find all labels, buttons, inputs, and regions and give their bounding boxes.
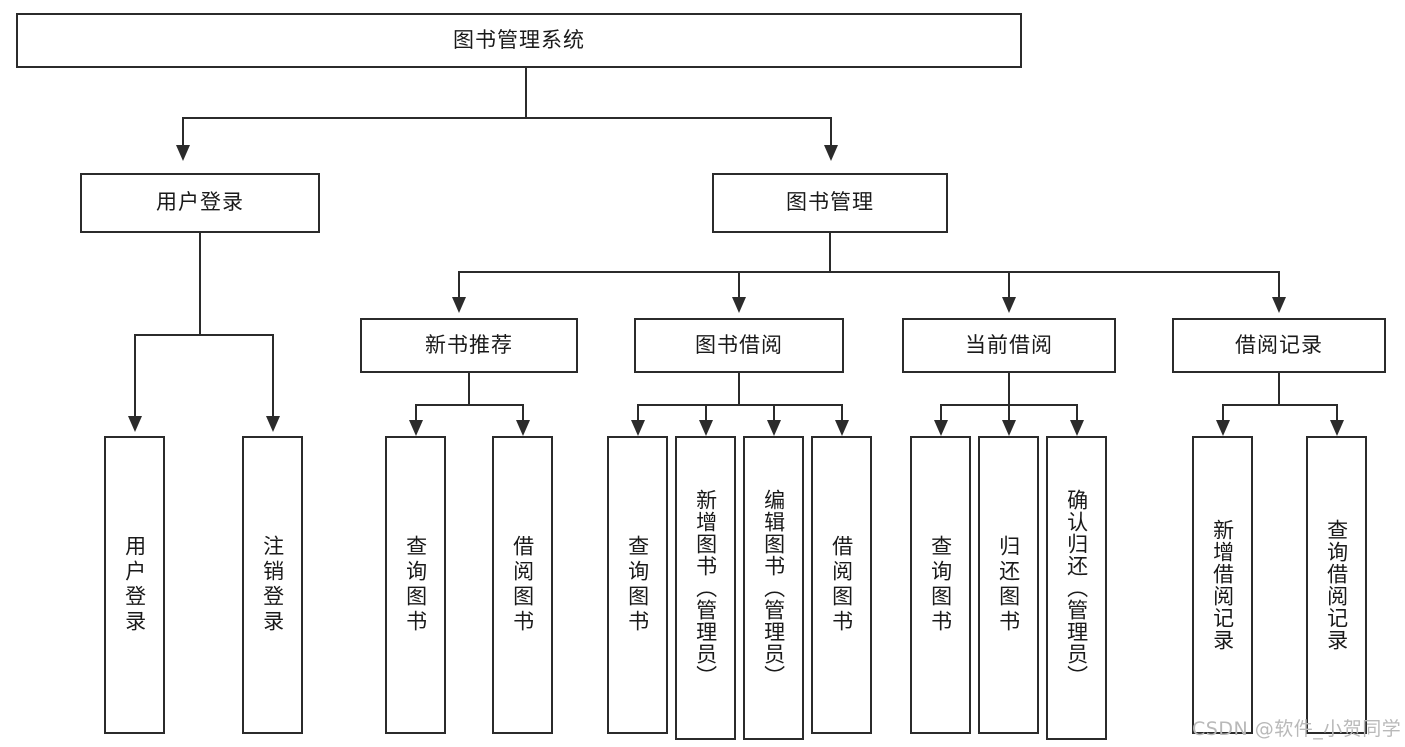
connector-drop-book-borrow xyxy=(738,271,740,299)
connector-drop-query-record xyxy=(1336,404,1338,422)
connector-drop-borrow-record xyxy=(1278,271,1280,299)
node-label: 借阅图书 xyxy=(510,535,535,635)
node-label: 借阅记录 xyxy=(1235,332,1323,357)
node-label: 图书管理 xyxy=(786,190,874,215)
connector-drop-leaf-user-login xyxy=(134,334,136,418)
node-label: 借阅图书 xyxy=(829,535,854,635)
arrowhead-borrow-book-2 xyxy=(835,420,849,436)
connector-book-borrow-stem xyxy=(738,373,740,405)
connector-drop-user-login xyxy=(182,117,184,147)
connector-drop-query-book-2 xyxy=(637,404,639,422)
node-label: 注销登录 xyxy=(260,535,285,635)
connector-drop-return-book xyxy=(1008,404,1010,422)
node-book-manage[interactable]: 图书管理 xyxy=(712,173,948,233)
connector-new-book-rec-bus xyxy=(415,404,524,406)
connector-drop-book-manage xyxy=(830,117,832,147)
node-book-borrow[interactable]: 图书借阅 xyxy=(634,318,844,373)
connector-book-borrow-bus xyxy=(637,404,843,406)
connector-root-stem xyxy=(525,68,527,118)
node-leaf-borrow-book-2[interactable]: 借阅图书 xyxy=(811,436,872,734)
node-leaf-query-book-3[interactable]: 查询图书 xyxy=(910,436,971,734)
connector-drop-query-book-3 xyxy=(940,404,942,422)
node-leaf-query-record[interactable]: 查询借阅记录 xyxy=(1306,436,1367,734)
arrowhead-book-borrow xyxy=(732,297,746,313)
connector-drop-add-book xyxy=(705,404,707,422)
arrowhead-user-login xyxy=(176,145,190,161)
node-current-borrow[interactable]: 当前借阅 xyxy=(902,318,1116,373)
connector-borrow-record-bus xyxy=(1222,404,1336,406)
node-label: 查询图书 xyxy=(928,535,953,635)
arrowhead-new-book-rec xyxy=(452,297,466,313)
node-leaf-add-record[interactable]: 新增借阅记录 xyxy=(1192,436,1253,734)
connector-current-borrow-stem xyxy=(1008,373,1010,405)
node-label: 归还图书 xyxy=(996,535,1021,635)
node-leaf-user-logout[interactable]: 注销登录 xyxy=(242,436,303,734)
connector-drop-add-record xyxy=(1222,404,1224,422)
arrowhead-confirm-return xyxy=(1070,420,1084,436)
connector-drop-leaf-user-logout xyxy=(272,334,274,418)
arrowhead-return-book xyxy=(1002,420,1016,436)
arrowhead-query-book-1 xyxy=(409,420,423,436)
connector-new-book-rec-stem xyxy=(468,373,470,405)
connector-user-login-bus xyxy=(134,334,274,336)
node-label: 新书推荐 xyxy=(425,332,513,357)
node-root-system[interactable]: 图书管理系统 xyxy=(16,13,1022,68)
node-leaf-user-login[interactable]: 用户登录 xyxy=(104,436,165,734)
node-label: 查询图书 xyxy=(403,535,428,635)
csdn-watermark: CSDN @软件_小贺同学 xyxy=(1192,718,1402,740)
arrowhead-borrow-book-1 xyxy=(516,420,530,436)
node-leaf-return-book[interactable]: 归还图书 xyxy=(978,436,1039,734)
connector-drop-new-book-rec xyxy=(458,271,460,299)
connector-borrow-record-stem xyxy=(1278,373,1280,405)
arrowhead-query-book-3 xyxy=(934,420,948,436)
connector-book-manage-stem xyxy=(829,233,831,272)
node-leaf-borrow-book-1[interactable]: 借阅图书 xyxy=(492,436,553,734)
arrowhead-leaf-user-login xyxy=(128,416,142,432)
node-leaf-add-book[interactable]: 新增图书（管理员） xyxy=(675,436,736,740)
node-label: 编辑图书（管理员） xyxy=(761,489,786,687)
node-label: 图书管理系统 xyxy=(453,27,585,52)
node-user-login[interactable]: 用户登录 xyxy=(80,173,320,233)
node-leaf-query-book-2[interactable]: 查询图书 xyxy=(607,436,668,734)
node-label: 用户登录 xyxy=(156,190,244,215)
connector-drop-query-book-1 xyxy=(415,404,417,422)
arrowhead-borrow-record xyxy=(1272,297,1286,313)
node-leaf-confirm-return[interactable]: 确认归还（管理员） xyxy=(1046,436,1107,740)
node-leaf-edit-book[interactable]: 编辑图书（管理员） xyxy=(743,436,804,740)
node-label: 查询图书 xyxy=(625,535,650,635)
node-label: 确认归还（管理员） xyxy=(1064,489,1089,687)
node-new-book-rec[interactable]: 新书推荐 xyxy=(360,318,578,373)
connector-drop-borrow-book-2 xyxy=(841,404,843,422)
arrowhead-add-book xyxy=(699,420,713,436)
arrowhead-current-borrow xyxy=(1002,297,1016,313)
node-label: 新增借阅记录 xyxy=(1210,519,1235,651)
arrowhead-leaf-user-logout xyxy=(266,416,280,432)
node-borrow-record[interactable]: 借阅记录 xyxy=(1172,318,1386,373)
connector-drop-confirm-return xyxy=(1076,404,1078,422)
connector-drop-current-borrow xyxy=(1008,271,1010,299)
node-label: 新增图书（管理员） xyxy=(693,489,718,687)
arrowhead-book-manage xyxy=(824,145,838,161)
connector-drop-edit-book xyxy=(773,404,775,422)
connector-root-bus xyxy=(182,117,832,119)
arrowhead-query-record xyxy=(1330,420,1344,436)
arrowhead-edit-book xyxy=(767,420,781,436)
node-leaf-query-book-1[interactable]: 查询图书 xyxy=(385,436,446,734)
arrowhead-query-book-2 xyxy=(631,420,645,436)
node-label: 图书借阅 xyxy=(695,332,783,357)
node-label: 查询借阅记录 xyxy=(1324,519,1349,651)
connector-user-login-stem xyxy=(199,233,201,335)
arrowhead-add-record xyxy=(1216,420,1230,436)
node-label: 当前借阅 xyxy=(965,332,1053,357)
connector-book-manage-bus xyxy=(458,271,1280,273)
node-label: 用户登录 xyxy=(122,535,147,635)
connector-drop-borrow-book-1 xyxy=(522,404,524,422)
